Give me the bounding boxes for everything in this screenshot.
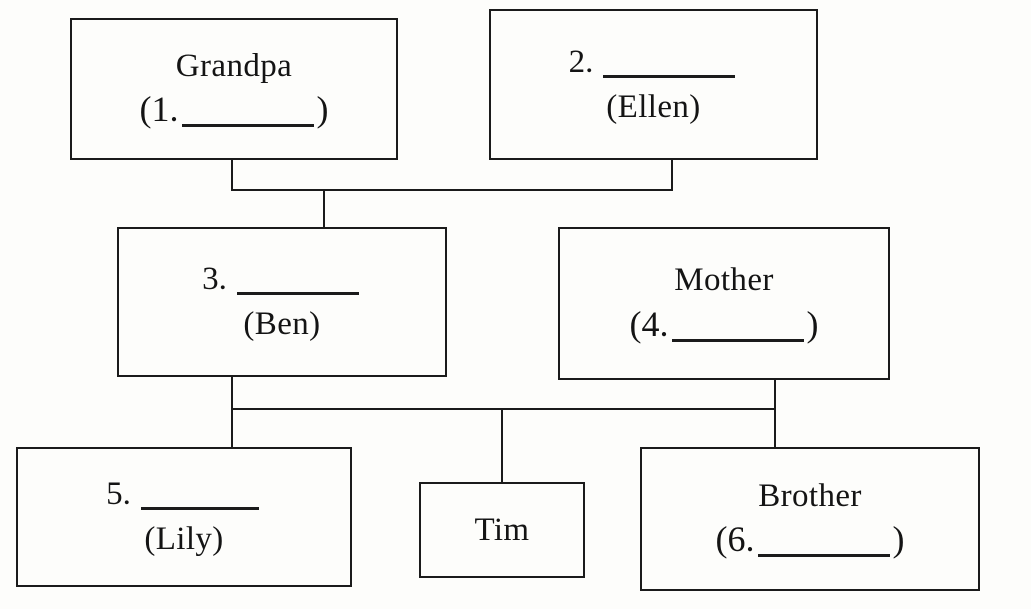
sister-name: (Lily) <box>144 521 224 557</box>
grandpa-title-row: Grandpa <box>176 49 292 84</box>
mother-blank-row: (4. ) <box>629 303 819 344</box>
node-tim[interactable]: Tim <box>419 482 585 578</box>
mother-blank-number: (4. <box>629 303 669 344</box>
mother-label: Mother <box>674 262 774 299</box>
grandpa-blank-close: ) <box>316 89 329 130</box>
sister-name-row: (Lily) <box>144 522 223 557</box>
sister-blank-number: 5. <box>106 476 131 513</box>
connector-couple-bar-top <box>231 189 673 191</box>
father-name: (Ben) <box>243 306 321 342</box>
brother-blank-close: ) <box>892 519 905 560</box>
grandma-answer-blank[interactable] <box>603 74 736 78</box>
grandpa-label: Grandpa <box>175 47 293 84</box>
node-father[interactable]: 3. (Ben) <box>117 227 447 377</box>
brother-title-row: Brother <box>758 479 862 514</box>
grandma-blank-row: 2. <box>569 45 739 80</box>
mother-title-row: Mother <box>674 263 774 298</box>
connector-couple-bar-bottom <box>231 408 776 410</box>
brother-label: Brother <box>758 477 862 514</box>
tim-label: Tim <box>474 511 530 548</box>
sister-answer-blank[interactable] <box>140 507 259 511</box>
brother-blank-row: (6. ) <box>716 521 905 559</box>
father-blank-number: 3. <box>202 261 227 298</box>
father-answer-blank[interactable] <box>236 292 359 296</box>
mother-blank-close: ) <box>806 303 819 344</box>
tim-title-row: Tim <box>474 513 529 548</box>
node-grandpa[interactable]: Grandpa (1. ) <box>70 18 398 160</box>
connector-to-father <box>323 189 325 227</box>
node-grandma[interactable]: 2. (Ellen) <box>489 9 818 160</box>
grandma-name: (Ellen) <box>606 88 701 125</box>
connector-to-tim <box>501 408 503 482</box>
grandma-blank-number: 2. <box>568 43 594 80</box>
grandpa-answer-blank[interactable] <box>181 124 314 128</box>
connector-grandma-down <box>671 160 673 191</box>
connector-mother-down <box>774 380 776 447</box>
grandma-name-row: (Ellen) <box>606 88 701 125</box>
father-name-row: (Ben) <box>243 307 320 342</box>
sister-blank-row: 5. <box>106 477 262 512</box>
node-mother[interactable]: Mother (4. ) <box>558 227 890 380</box>
grandpa-blank-number: (1. <box>139 89 179 130</box>
brother-blank-number: (6. <box>715 519 755 560</box>
connector-father-down <box>231 377 233 447</box>
connector-grandpa-down <box>231 160 233 191</box>
node-brother[interactable]: Brother (6. ) <box>640 447 980 591</box>
father-blank-row: 3. <box>202 262 362 297</box>
brother-answer-blank[interactable] <box>757 554 890 558</box>
node-sister[interactable]: 5. (Lily) <box>16 447 352 587</box>
grandpa-blank-row: (1. ) <box>140 91 329 129</box>
mother-answer-blank[interactable] <box>671 338 804 342</box>
